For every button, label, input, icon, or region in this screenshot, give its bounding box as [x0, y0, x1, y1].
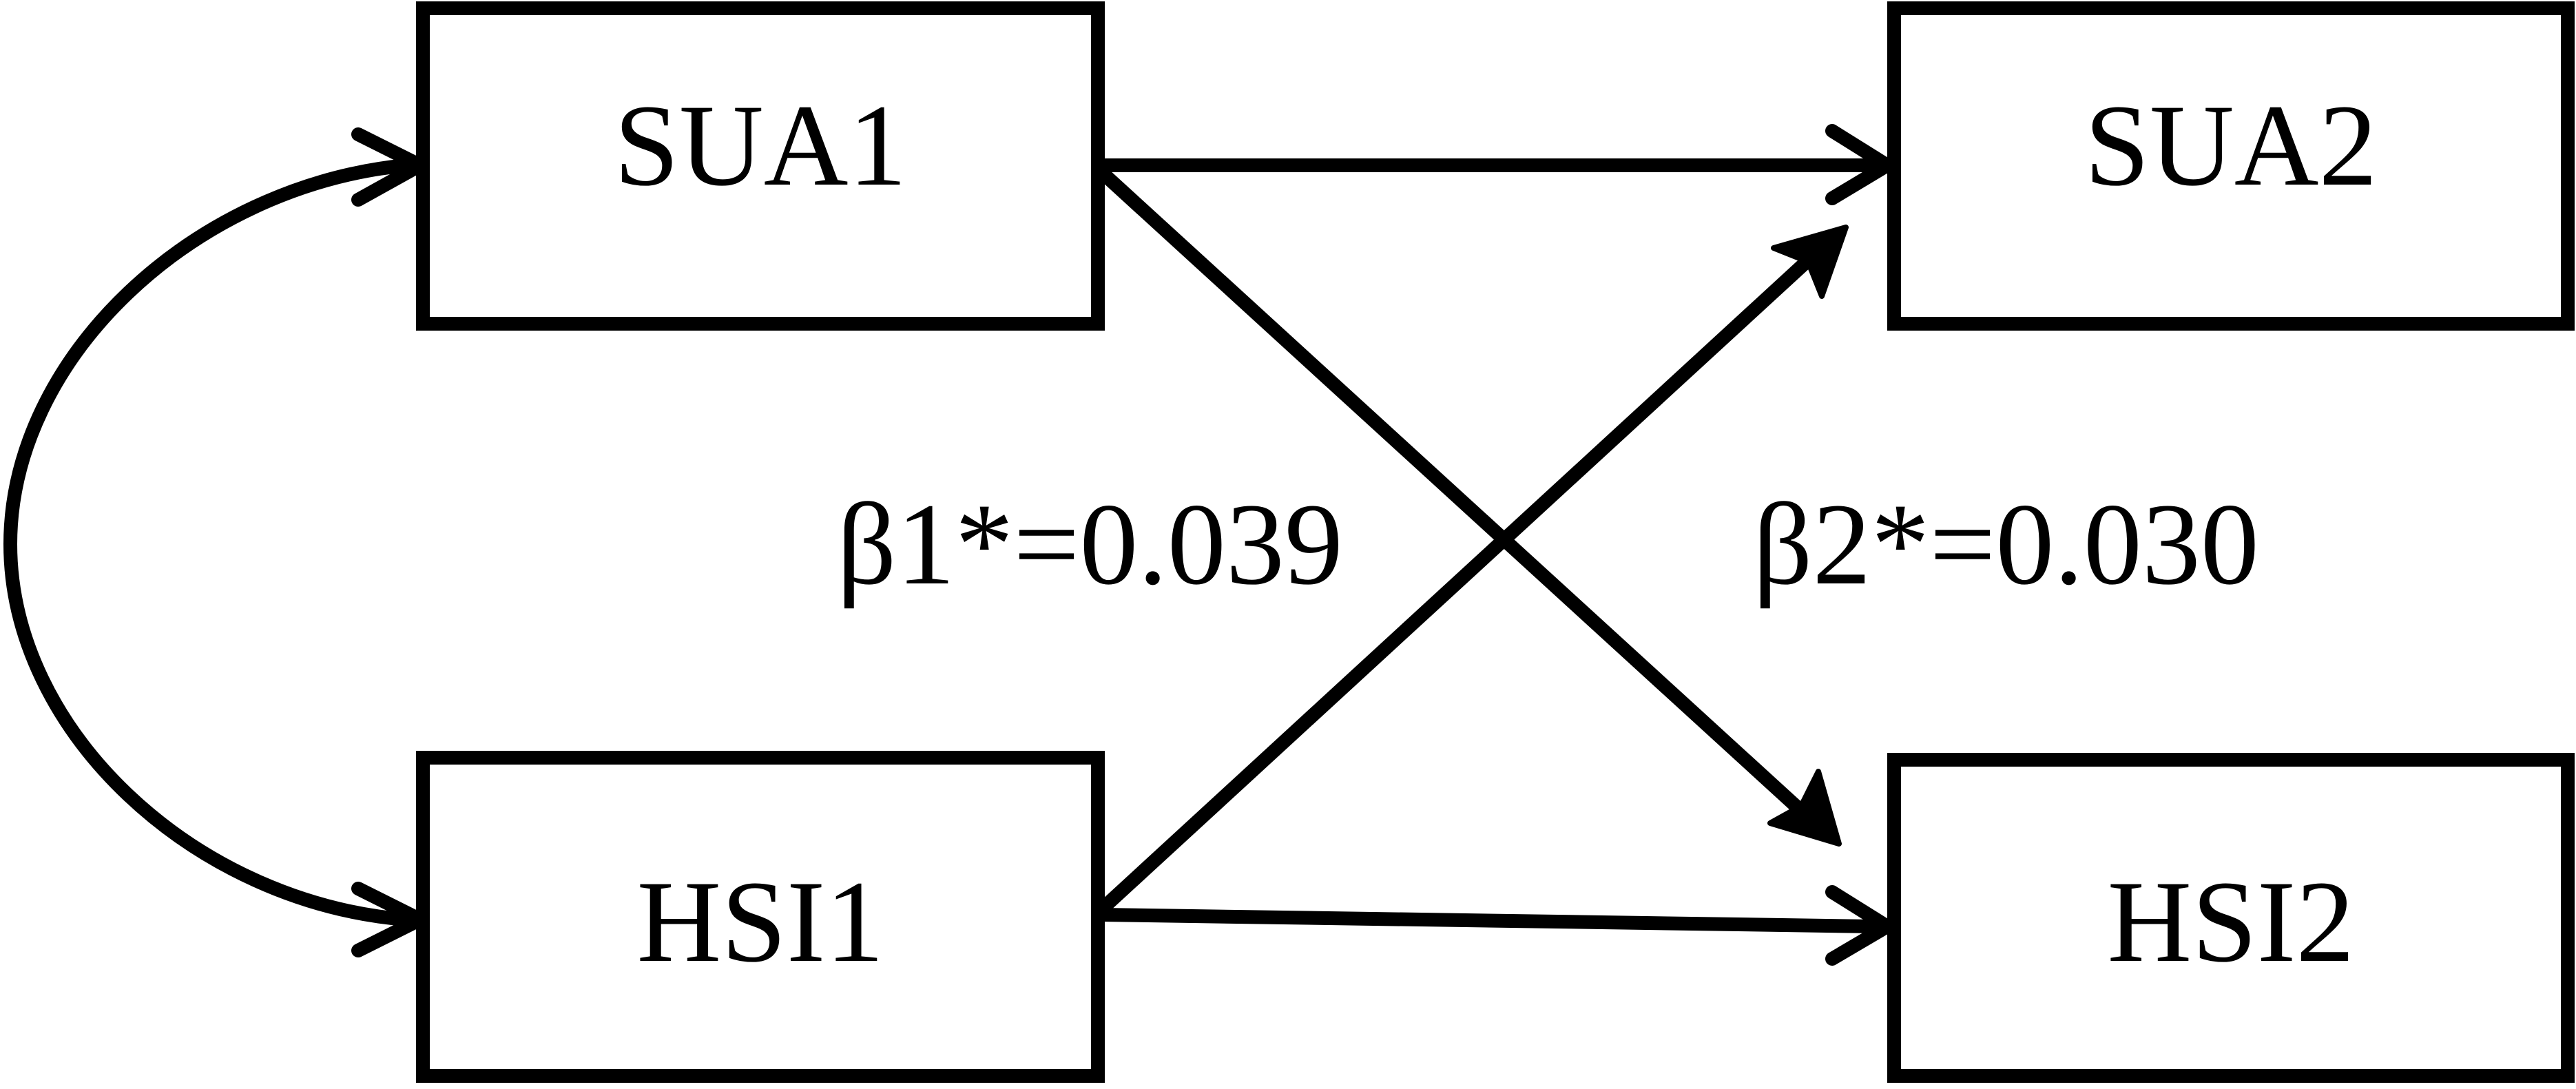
node-hsi1: HSI1 — [416, 751, 1105, 1083]
path-hsi1-sua2 — [1099, 238, 1832, 913]
node-hsi2: HSI2 — [1887, 753, 2575, 1083]
coefficient-beta1: β1*=0.039 — [837, 479, 1343, 609]
coefficient-beta2: β2*=0.030 — [1753, 479, 2259, 609]
node-label-sua1: SUA1 — [614, 81, 906, 210]
correlation-curve — [3, 158, 413, 926]
node-label-hsi1: HSI1 — [637, 857, 884, 986]
path-hsi1-hsi2 — [1095, 908, 1880, 933]
node-sua2: SUA2 — [1887, 1, 2575, 331]
path-sua1-hsi2 — [1099, 169, 1825, 833]
path-sua1-hsi2-arrowhead — [1767, 769, 1842, 847]
node-label-sua2: SUA2 — [2084, 81, 2377, 210]
node-sua1: SUA1 — [416, 1, 1105, 331]
path-hsi1-sua2-arrowhead — [1771, 225, 1849, 299]
node-label-hsi2: HSI2 — [2108, 857, 2355, 986]
